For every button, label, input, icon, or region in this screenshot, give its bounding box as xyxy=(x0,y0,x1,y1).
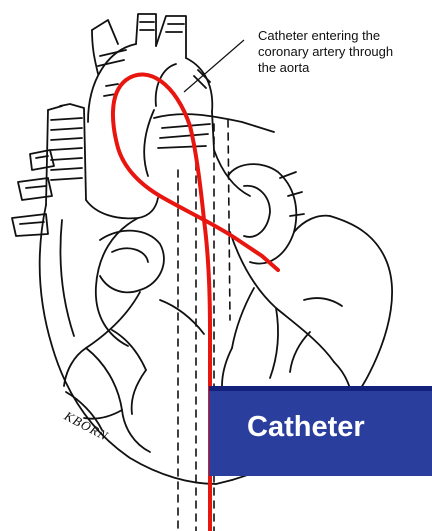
left-atrium-shape xyxy=(228,164,304,263)
callout-leader-line xyxy=(184,40,244,92)
title-banner: Catheter xyxy=(209,386,432,476)
pulmonary-trunk-shape xyxy=(144,110,274,196)
callout-line-2: coronary artery through xyxy=(258,44,432,60)
callout-line-1: Catheter entering the xyxy=(258,28,432,44)
callout-line-3: the aorta xyxy=(258,60,432,76)
banner-title: Catheter xyxy=(247,411,365,444)
aortic-arch-shape xyxy=(88,14,212,122)
right-atrium-shape xyxy=(100,231,164,293)
callout-label: Catheter entering the coronary artery th… xyxy=(258,28,432,76)
